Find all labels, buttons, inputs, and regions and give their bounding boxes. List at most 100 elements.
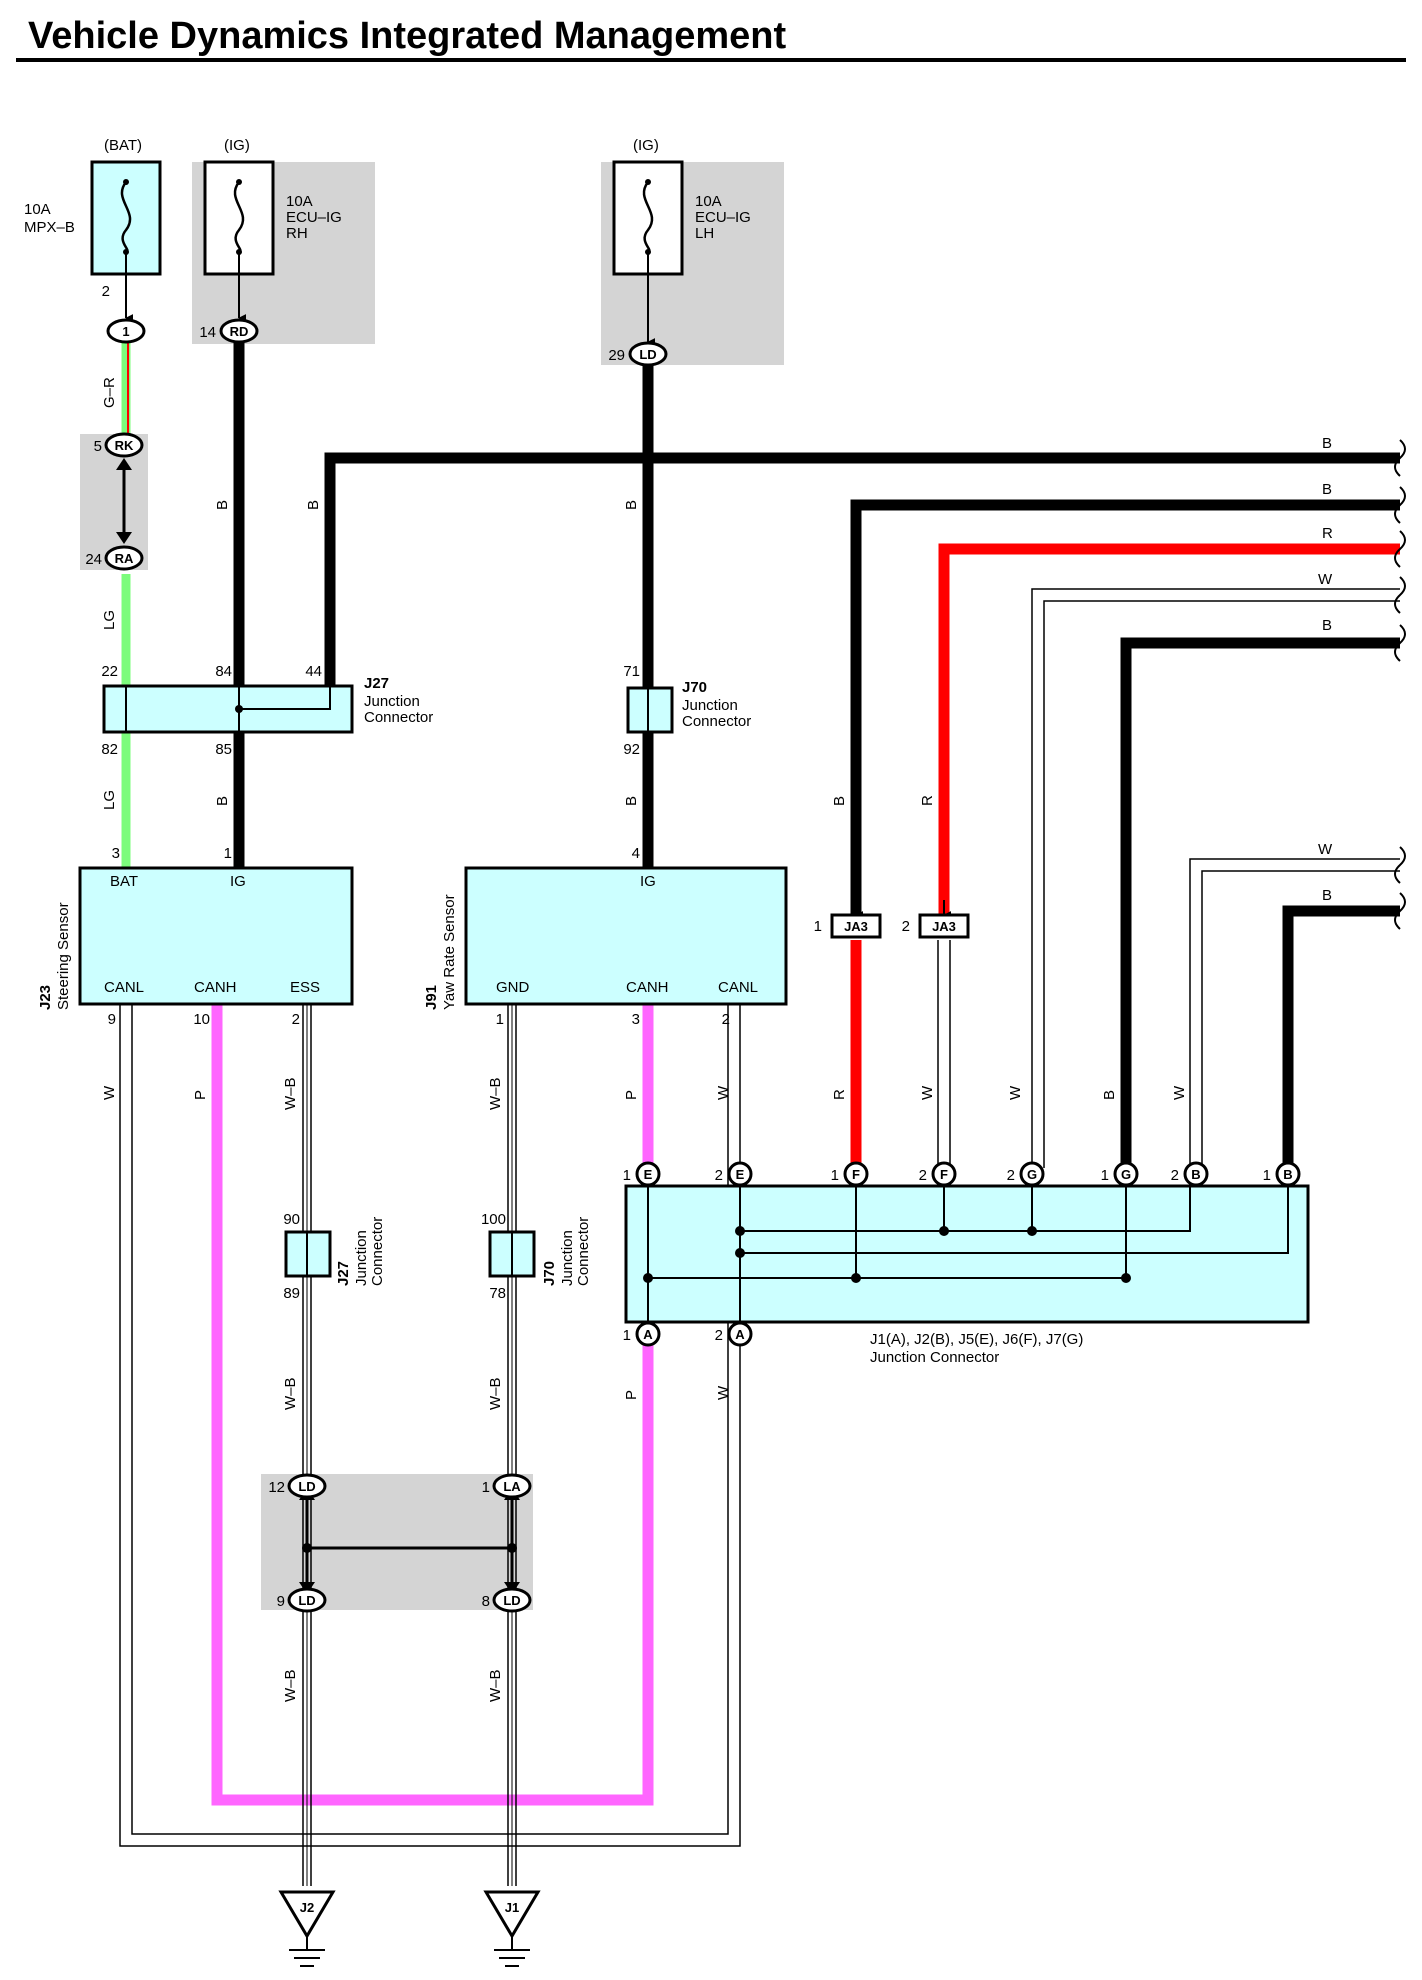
svg-text:89: 89 <box>283 1285 300 1302</box>
fuse-lh-name1: ECU–IG <box>695 209 751 226</box>
svg-text:2: 2 <box>102 283 110 300</box>
svg-text:W: W <box>1318 841 1333 858</box>
svg-text:2: 2 <box>919 1167 927 1184</box>
pin-b2: B2 <box>1171 1161 1209 1187</box>
svg-text:Junction: Junction <box>353 1230 370 1286</box>
svg-text:Connector: Connector <box>575 1217 592 1286</box>
svg-text:W: W <box>715 1085 732 1100</box>
svg-text:1: 1 <box>496 1011 504 1028</box>
svg-text:B: B <box>214 500 231 510</box>
svg-text:2: 2 <box>715 1327 723 1344</box>
svg-text:G: G <box>1027 1167 1037 1182</box>
fuse-lh-source: (IG) <box>633 137 659 154</box>
wire-r-ja3 <box>938 543 1400 918</box>
connector-ja3-1: JA3 1 <box>814 900 882 939</box>
svg-text:9: 9 <box>108 1011 116 1028</box>
svg-text:71: 71 <box>623 663 640 680</box>
pin-e1: E1 <box>623 1161 661 1187</box>
svg-text:RA: RA <box>115 551 134 566</box>
svg-text:F: F <box>940 1167 948 1182</box>
svg-text:P: P <box>623 1390 640 1400</box>
svg-text:Yaw Rate Sensor: Yaw Rate Sensor <box>441 894 458 1010</box>
svg-text:1: 1 <box>224 845 232 862</box>
svg-text:LD: LD <box>298 1479 315 1494</box>
junction-j70-bottom: 100 78 J70 Junction Connector <box>481 1211 592 1302</box>
pin-f2: F2 <box>919 1161 957 1187</box>
svg-text:78: 78 <box>489 1285 506 1302</box>
svg-text:A: A <box>643 1327 653 1342</box>
svg-text:84: 84 <box>215 663 232 680</box>
svg-text:W–B: W–B <box>282 1377 299 1410</box>
svg-text:5: 5 <box>94 438 102 455</box>
svg-text:14: 14 <box>199 324 216 341</box>
fuse-lh-rating: 10A <box>695 193 722 210</box>
wire-w-b2 <box>1189 858 1400 1168</box>
svg-text:2: 2 <box>292 1011 300 1028</box>
right-wire-labels: B B R W B W B <box>1318 435 1333 904</box>
svg-text:G–R: G–R <box>101 377 118 408</box>
svg-text:R: R <box>919 795 936 806</box>
svg-text:2: 2 <box>1171 1167 1179 1184</box>
svg-text:22: 22 <box>101 663 118 680</box>
svg-text:1: 1 <box>122 324 129 339</box>
fuse-mpx-b: (BAT) 10A MPX–B <box>24 137 162 276</box>
svg-text:100: 100 <box>481 1211 506 1228</box>
svg-text:10: 10 <box>193 1011 210 1028</box>
svg-text:CANL: CANL <box>104 979 144 996</box>
svg-text:J27: J27 <box>335 1261 352 1286</box>
fuse-bat-name: MPX–B <box>24 219 75 236</box>
svg-text:W–B: W–B <box>282 1077 299 1110</box>
svg-text:J2: J2 <box>300 1900 314 1915</box>
pin-g1: G1 <box>1101 1161 1139 1187</box>
svg-text:ESS: ESS <box>290 979 320 996</box>
svg-text:B: B <box>1283 1167 1292 1182</box>
svg-text:W: W <box>101 1085 118 1100</box>
svg-text:LG: LG <box>101 790 118 810</box>
fuse-bat-rating: 10A <box>24 201 51 218</box>
pin-f1: F1 <box>831 1161 869 1187</box>
connector-rd: RD 14 <box>199 318 259 344</box>
connector-ja3-2: JA3 2 <box>902 900 970 939</box>
svg-text:CANL: CANL <box>718 979 758 996</box>
fuse-rh-rating: 10A <box>286 193 313 210</box>
svg-text:W: W <box>1318 571 1333 588</box>
fuse-ecu-ig-rh: (IG) 10A ECU–IG RH <box>203 137 342 276</box>
wire-w-canl-steer <box>119 1004 741 1847</box>
svg-text:B: B <box>1322 887 1332 904</box>
wire-break-marks <box>1394 439 1406 930</box>
svg-text:Junction: Junction <box>682 697 738 714</box>
fuse-rh-name2: RH <box>286 225 308 242</box>
svg-text:LD: LD <box>639 347 656 362</box>
wire-b-ja3 <box>850 499 1400 918</box>
svg-text:2: 2 <box>722 1011 730 1028</box>
svg-text:1: 1 <box>623 1327 631 1344</box>
svg-text:G: G <box>1121 1167 1131 1182</box>
fuse-bat-source: (BAT) <box>104 137 142 154</box>
svg-text:92: 92 <box>623 741 640 758</box>
svg-text:LD: LD <box>298 1593 315 1608</box>
svg-text:8: 8 <box>482 1593 490 1610</box>
fuse-rh-name1: ECU–IG <box>286 209 342 226</box>
svg-text:P: P <box>192 1090 209 1100</box>
svg-text:24: 24 <box>85 551 102 568</box>
svg-text:B: B <box>1322 435 1332 452</box>
svg-text:R: R <box>1322 525 1333 542</box>
svg-text:Connector: Connector <box>369 1217 386 1286</box>
svg-text:1: 1 <box>831 1167 839 1184</box>
junction-j27-top: J27 Junction Connector 22 84 44 82 85 <box>101 663 433 758</box>
svg-text:2: 2 <box>902 918 910 935</box>
svg-text:LD: LD <box>503 1593 520 1608</box>
svg-text:B: B <box>1191 1167 1200 1182</box>
svg-text:Junction: Junction <box>364 693 420 710</box>
fuse-rh-source: (IG) <box>224 137 250 154</box>
pin-a2: A2 <box>715 1321 753 1347</box>
svg-text:W–B: W–B <box>487 1669 504 1702</box>
svg-text:3: 3 <box>112 845 120 862</box>
big-junction-pins-top: E1 E2 F1 F2 G2 G1 B2 B1 <box>623 1161 1301 1187</box>
junction-j70-top: J70 Junction Connector 71 92 <box>623 663 751 758</box>
svg-text:J23: J23 <box>37 985 54 1010</box>
svg-text:RD: RD <box>230 324 249 339</box>
svg-text:Steering Sensor: Steering Sensor <box>55 902 72 1010</box>
svg-text:W–B: W–B <box>487 1077 504 1110</box>
